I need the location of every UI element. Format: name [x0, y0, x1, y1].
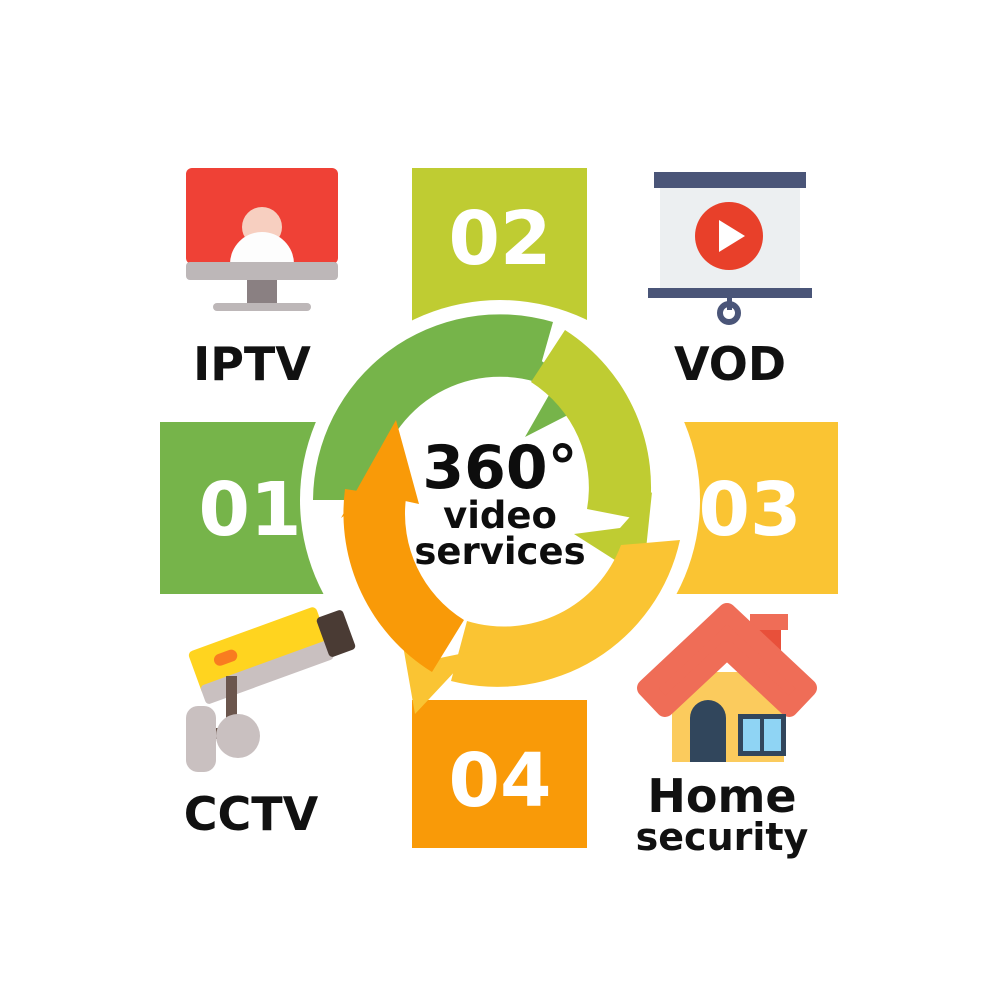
step-number-01: 01	[199, 467, 302, 553]
house-chimney-cap	[750, 614, 788, 630]
projector-screen-play-icon	[648, 172, 812, 325]
step-number-04: 04	[449, 738, 552, 824]
monitor-person-body	[230, 232, 294, 264]
cctv-lens	[316, 610, 356, 657]
cctv-ball-joint	[216, 714, 260, 758]
step-number-02: 02	[449, 196, 552, 282]
arrow-orange-04-to-01	[341, 420, 464, 672]
cctv-mount-arm-vertical	[226, 676, 237, 732]
center-subtitle-line2: services	[414, 530, 585, 573]
house-roof	[637, 603, 817, 717]
monitor-base	[213, 303, 311, 311]
label-home-sub: security	[636, 815, 809, 859]
vod-play-triangle	[719, 220, 745, 252]
center-subtitle-line1: video	[443, 494, 557, 537]
monitor-bezel	[186, 262, 338, 280]
cctv-camera-icon	[186, 607, 356, 772]
house-window-pane-left	[743, 719, 760, 751]
center-title: 360°	[422, 433, 577, 503]
label-home-main: Home	[647, 769, 796, 823]
vod-pull-ring	[717, 301, 741, 325]
step-number-03: 03	[699, 467, 802, 553]
label-iptv: IPTV	[193, 337, 311, 391]
cctv-wall-plate	[186, 706, 216, 772]
label-vod: VOD	[674, 337, 786, 391]
step-box-04[interactable]	[412, 700, 587, 848]
number-box-group	[160, 168, 838, 848]
step-box-01[interactable]	[160, 422, 340, 594]
cctv-body-top	[188, 607, 330, 695]
label-cctv: CCTV	[184, 787, 319, 841]
monitor-neck	[247, 280, 277, 306]
house-door	[690, 700, 726, 762]
vod-screen-bottom-bar	[648, 288, 812, 298]
house-icon	[637, 603, 817, 762]
cctv-indicator-light	[213, 649, 238, 666]
vod-screen-top-bar	[654, 172, 806, 188]
step-box-03[interactable]	[660, 422, 838, 594]
monitor-user-icon	[186, 168, 338, 311]
house-window-pane-right	[764, 719, 781, 751]
